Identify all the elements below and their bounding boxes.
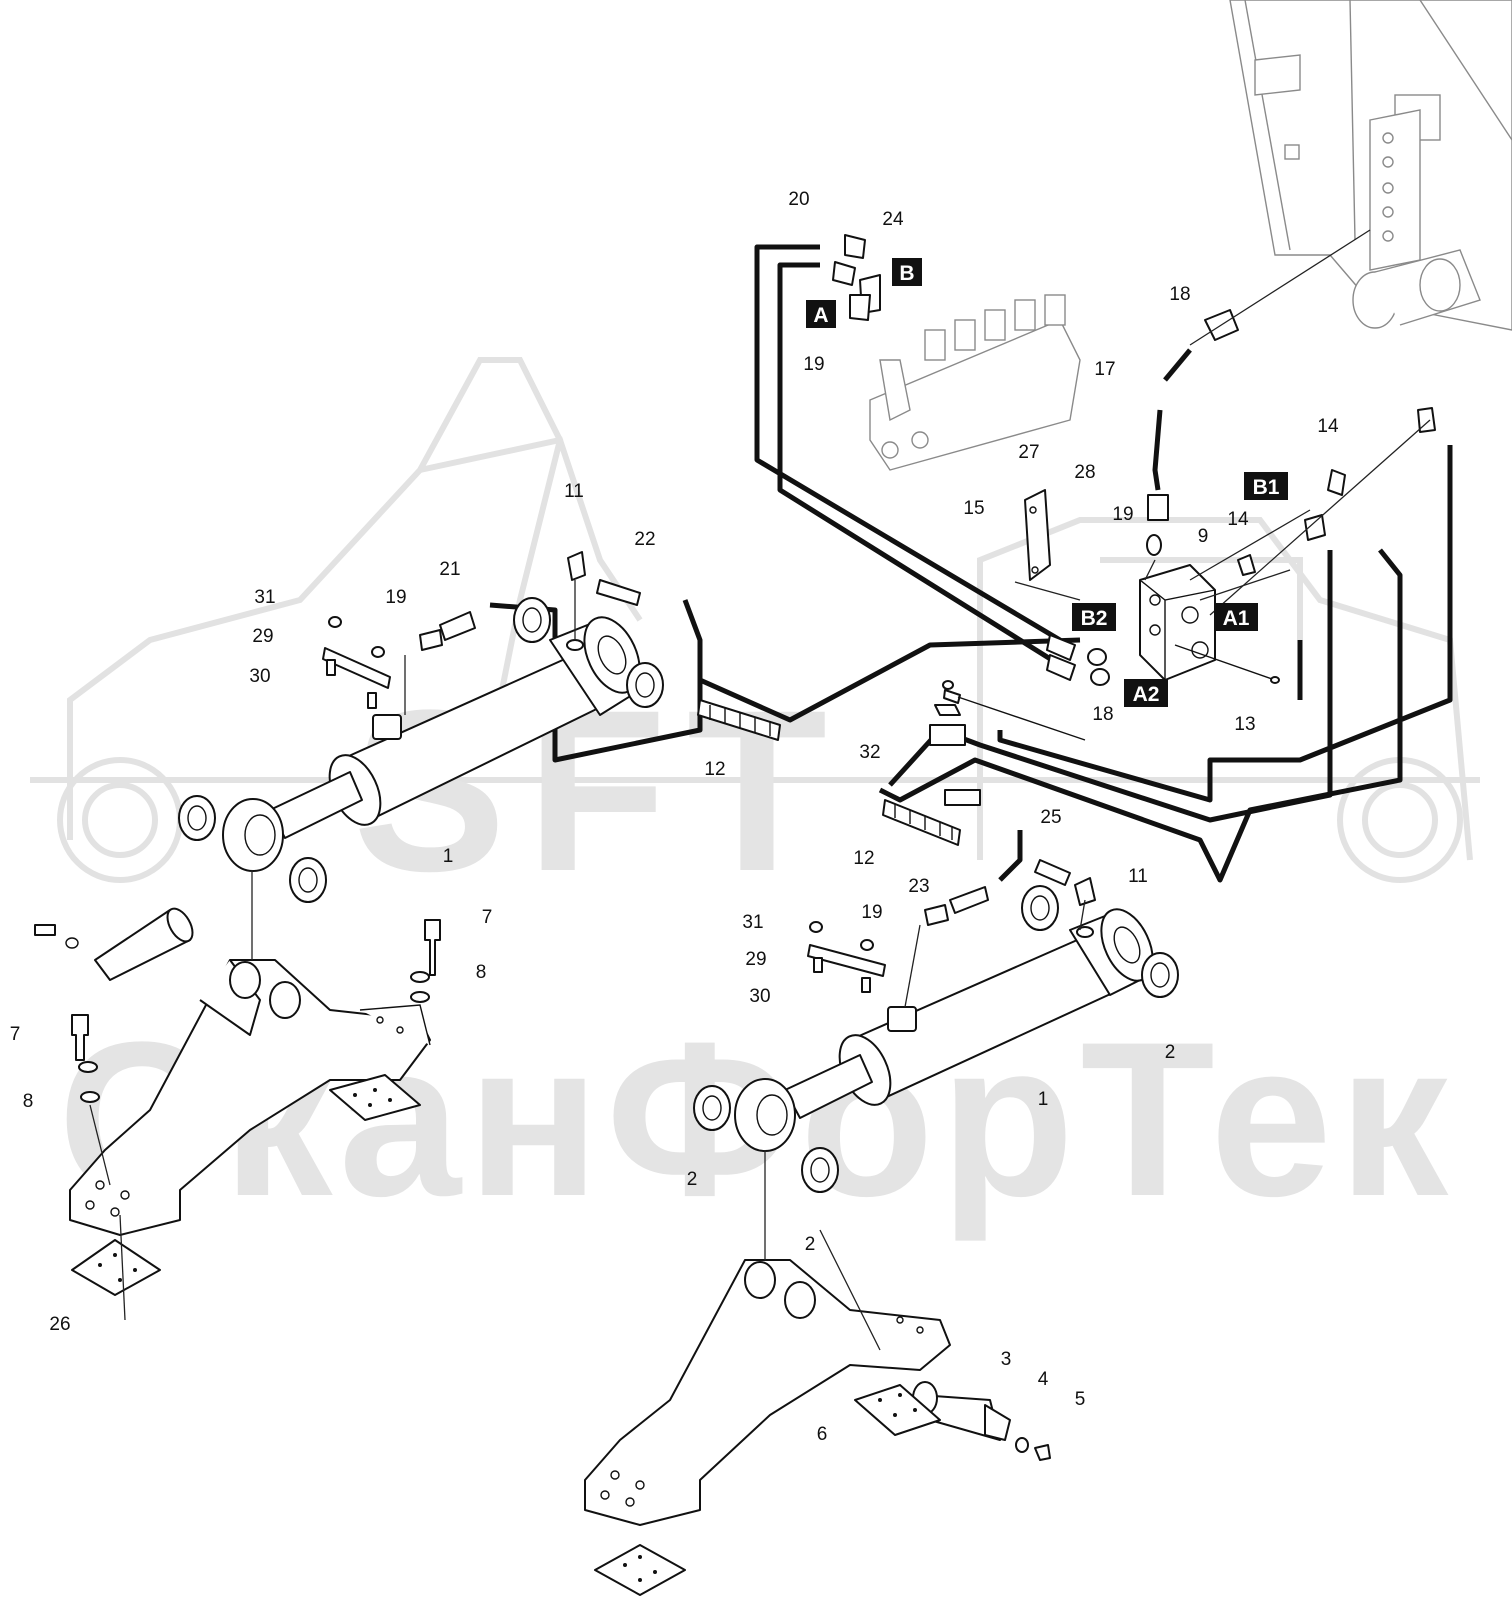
callout-19-valve: 19 — [803, 354, 824, 375]
hydraulic-cylinder-right — [734, 908, 1154, 1152]
callout-29-top: 29 — [252, 626, 273, 647]
callout-1-right: 1 — [1038, 1089, 1049, 1110]
hydraulic-cylinder-left — [222, 616, 641, 872]
mounting-bracket-right — [584, 1259, 951, 1526]
mounting-bracket-left — [34, 907, 431, 1236]
hose-support-brackets — [322, 616, 886, 993]
callout-14-a: 14 — [1317, 416, 1339, 437]
port-label-boxes: A B B1 B2 A1 A2 — [806, 258, 1288, 707]
port-b-box — [892, 258, 922, 286]
callout-7-top: 7 — [482, 907, 493, 928]
callout-32: 32 — [859, 742, 880, 763]
callout-24: 24 — [882, 209, 904, 230]
port-b1-label: B1 — [1253, 476, 1280, 499]
callout-18-top: 18 — [1169, 284, 1190, 305]
clamp-blocks — [929, 680, 981, 806]
callout-7-left: 7 — [10, 1024, 21, 1045]
callout-30-top: 30 — [249, 666, 270, 687]
callout-27: 27 — [1018, 442, 1039, 463]
port-b2-box — [1072, 603, 1116, 631]
callout-12-mid: 12 — [853, 848, 874, 869]
callout-19-left: 19 — [385, 587, 406, 608]
callout-3: 3 — [1001, 1349, 1012, 1370]
port-a1-box — [1214, 603, 1258, 631]
callout-11-mid: 11 — [1128, 866, 1148, 887]
hose-clamp-strips — [697, 699, 961, 846]
callout-23: 23 — [908, 876, 929, 897]
shim-plates — [71, 1074, 941, 1596]
callout-19-block: 19 — [1112, 504, 1133, 525]
callout-6: 6 — [817, 1424, 828, 1445]
callout-15: 15 — [963, 498, 984, 519]
callout-29-mid: 29 — [745, 949, 766, 970]
callout-2-mid-b: 2 — [805, 1234, 816, 1255]
port-a-label: A — [813, 304, 828, 327]
callout-30-mid: 30 — [749, 986, 770, 1007]
callout-2-right-top: 2 — [1165, 1042, 1176, 1063]
callout-2-mid-a: 2 — [687, 1169, 698, 1190]
port-a-box — [806, 300, 836, 328]
port-b2-label: B2 — [1081, 607, 1108, 630]
callout-5: 5 — [1075, 1389, 1086, 1410]
pivot-pin-right — [912, 1381, 1051, 1461]
callout-8-left: 8 — [23, 1091, 34, 1112]
callout-22: 22 — [634, 529, 655, 550]
callout-14-b: 14 — [1227, 509, 1249, 530]
leader-lines — [89, 229, 1431, 1351]
callout-4: 4 — [1038, 1369, 1049, 1390]
callout-numbers: 1 1 2 2 2 3 4 5 6 7 7 8 8 9 11 11 12 12 … — [10, 189, 1339, 1445]
port-a2-label: A2 — [1133, 683, 1160, 706]
callout-17: 17 — [1094, 359, 1115, 380]
callout-28: 28 — [1074, 462, 1095, 483]
port-a1-label: A1 — [1223, 607, 1250, 630]
callout-20: 20 — [788, 189, 809, 210]
callout-31-top: 31 — [254, 587, 275, 608]
callout-8-top: 8 — [476, 962, 487, 983]
tractor-frame-illustration — [1229, 0, 1512, 331]
callout-11-top: 11 — [564, 481, 584, 502]
callout-12-top: 12 — [704, 759, 725, 780]
control-valve-bank-illustration — [869, 294, 1081, 471]
callout-21: 21 — [439, 559, 460, 580]
port-b1-box — [1244, 472, 1288, 500]
callout-13: 13 — [1234, 714, 1255, 735]
callout-19-mid: 19 — [861, 902, 882, 923]
bolts — [71, 689, 1086, 1103]
port-a2-box — [1124, 679, 1168, 707]
spacer-washers — [178, 597, 1179, 1193]
callout-31-mid: 31 — [742, 912, 763, 933]
callout-1-left: 1 — [443, 846, 454, 867]
callout-26: 26 — [49, 1314, 70, 1335]
port-b-label: B — [899, 262, 914, 285]
callout-9: 9 — [1198, 526, 1209, 547]
hose-fittings — [419, 234, 1436, 926]
flow-control-valve — [1024, 489, 1280, 686]
callout-25: 25 — [1040, 807, 1061, 828]
callout-18-mid: 18 — [1092, 704, 1113, 725]
